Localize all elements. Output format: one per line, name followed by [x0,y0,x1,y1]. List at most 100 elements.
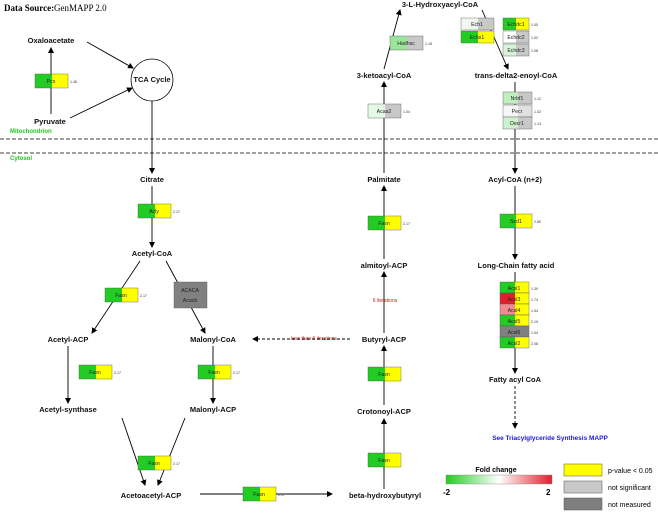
metabolite-citrate: Citrate [140,175,164,184]
metabolite-palmitate: Palmitate [367,175,400,184]
gene-value: 2.17 [233,371,240,375]
gene-label: Pecr [512,109,523,115]
metabolite-butyryl-acp: Butyryl-ACP [362,335,406,344]
metabolite-acetyl-synthase: Acetyl-synthase [39,405,97,414]
gene-value: 1.08 [531,49,538,53]
gene-label: Acsl6 [508,330,521,336]
metabolite-3-ketoacyl-coa: 3-ketoacyl-CoA [357,71,412,80]
fold-change-gradient [445,474,553,485]
gene-value: 1.39 [531,287,538,291]
gene-echdc1[interactable]: Echdc1 1.05 [502,17,538,31]
gene-label: Ech1 [471,22,483,28]
gene-fasn-acetyl-acp[interactable]: Fasn 2.17 [104,287,147,303]
gene-value: 1.54 [531,309,538,313]
legend-title: Fold change [475,467,516,474]
gene-label: Fasn [253,492,265,498]
gene-acly[interactable]: Acly 2.17 [137,203,180,219]
gene-label: Acsl1 [508,286,521,292]
gene-value: 2.17 [140,294,147,298]
gene-value: 1.04 [531,331,538,335]
metabolite-malonyl-coa: Malonyl-CoA [190,335,236,344]
gene-value: 1.05 [531,23,538,27]
gene-label: Scd1 [510,219,522,225]
metabolite-acetoacetyl-acp: Acetoacetyl-ACP [121,491,181,500]
gene-fasn-palmitoyl-acp[interactable]: Fasn 2.17 [367,215,410,231]
metabolite-acetyl-coa: Acetyl-CoA [132,249,173,258]
gene-label: Echdc1 [507,22,524,28]
gene-echdc2[interactable]: Echdc2 1.02 [502,30,538,44]
metabolite-pyruvate: Pyruvate [34,117,66,126]
legend-swatch-not-significant [563,480,603,494]
metabolite-fatty-acyl-coa: Fatty acyl CoA [489,375,542,384]
legend-not-significant: not significant [608,485,651,492]
gene-acsl1[interactable]: Acsl1 1.39 [499,281,538,294]
metabolite-tca-cycle: TCA Cycle [133,75,170,84]
metabolite-crotonoyl-acp: Crotonoyl-ACP [357,407,411,416]
legend-swatch-not-measured [563,497,603,511]
legend-max: 2 [546,488,551,497]
gene-value: 1.14 [534,122,541,126]
gene-label: Acacb [183,298,198,304]
gene-label: Nrbf1 [511,96,524,102]
gene-decr1[interactable]: Decr1 1.14 [502,116,541,130]
gene-label: Echdc3 [507,48,524,54]
gene-label: Hadhsc [397,41,415,47]
gene-fasn-acetoacetyl-acp[interactable]: Fasn 2.17 [137,455,180,471]
gene-value: 1.46 [70,80,77,84]
metabolite-trans-enoyl-coa: trans-delta2-enoyl-CoA [475,71,558,80]
gene-label: Acsl3 [508,297,521,303]
gene-label: Fasn [378,372,390,378]
gene-label: Fasn [208,370,220,376]
gene-label: ACACA [181,288,199,294]
gene-ech1[interactable]: Ech1 [460,17,495,31]
gene-pecr[interactable]: Pecr 1.02 [502,104,541,118]
gene-acsl3[interactable]: Acsl3 1.74 [499,292,538,305]
gene-acaa2[interactable]: Acaa2 1.04 [367,103,410,119]
gene-label: Acly [149,209,159,215]
gene-label: Fasn [378,221,390,227]
gene-acsl4[interactable]: Acsl4 1.54 [499,303,538,316]
gene-value: 1.04 [403,110,410,114]
data-source-value: GenMAPP 2.0 [54,3,107,13]
gene-label: Decr1 [510,121,524,127]
gene-value: 1.02 [531,36,538,40]
gene-echs1[interactable]: Echs1 [460,30,495,44]
gene-label: Fasn [378,458,390,464]
legend-not-measured: not measured [608,502,651,509]
gene-fasn-butyryl-acp[interactable]: Fasn [367,366,402,382]
metabolite-long-chain-fatty-acid: Long-Chain fatty acid [478,261,555,270]
gene-fasn-malonyl-acp[interactable]: Fasn 2.17 [197,364,240,380]
gene-label: Acaa2 [377,109,392,115]
link-triacylglyceride-mapp[interactable]: See Triacylglyceride Synthesis MAPP [492,435,608,442]
gene-acsl6[interactable]: Acsl6 1.04 [499,325,538,338]
gene-value: 2.17 [403,222,410,226]
metabolite-malonyl-acp: Malonyl-ACP [190,405,236,414]
gene-value: 2.17 [114,371,121,375]
gene-label: Acsl2 [508,341,521,347]
gene-label: Pcx [47,79,56,85]
gene-value: 2.17 [173,210,180,214]
legend-pvalue: p-value < 0.05 [608,468,653,475]
gene-acsl2[interactable]: Acsl2 2.08 [499,336,538,349]
gene-label: Echs1 [470,35,485,41]
gene-echdc3[interactable]: Echdc3 1.08 [502,43,538,57]
gene-fasn-beta-hydroxybutyryl[interactable]: Fasn 2.17 [242,486,285,502]
gene-pcx[interactable]: Pcx 1.46 [34,73,77,89]
gene-value: 2.19 [531,320,538,324]
gene-value: 2.80 [534,220,541,224]
metabolite-beta-hydroxybutyryl: beta-hydroxybutyryl [349,491,421,500]
gene-scd1[interactable]: Scd1 2.80 [499,213,541,229]
legend-swatch-pvalue [563,463,603,477]
gene-fasn-crotonoyl-acp[interactable]: Fasn [367,452,402,468]
gene-value: 2.17 [278,493,285,497]
gene-nrbf1[interactable]: Nrbf1 1.12 [502,91,541,105]
gene-fasn-acetyl-synthase[interactable]: Fasn 2.17 [78,364,121,380]
gene-hadhsc[interactable]: Hadhsc 1.18 [389,35,432,51]
gene-value: 2.08 [531,342,538,346]
gene-label: Fasn [115,293,127,299]
gene-acsl5[interactable]: Acsl5 2.19 [499,314,538,327]
gene-acaca-acacb[interactable]: ACACA Acacb [173,281,208,309]
gene-value: 2.17 [173,462,180,466]
reaction-arrows [48,9,518,497]
